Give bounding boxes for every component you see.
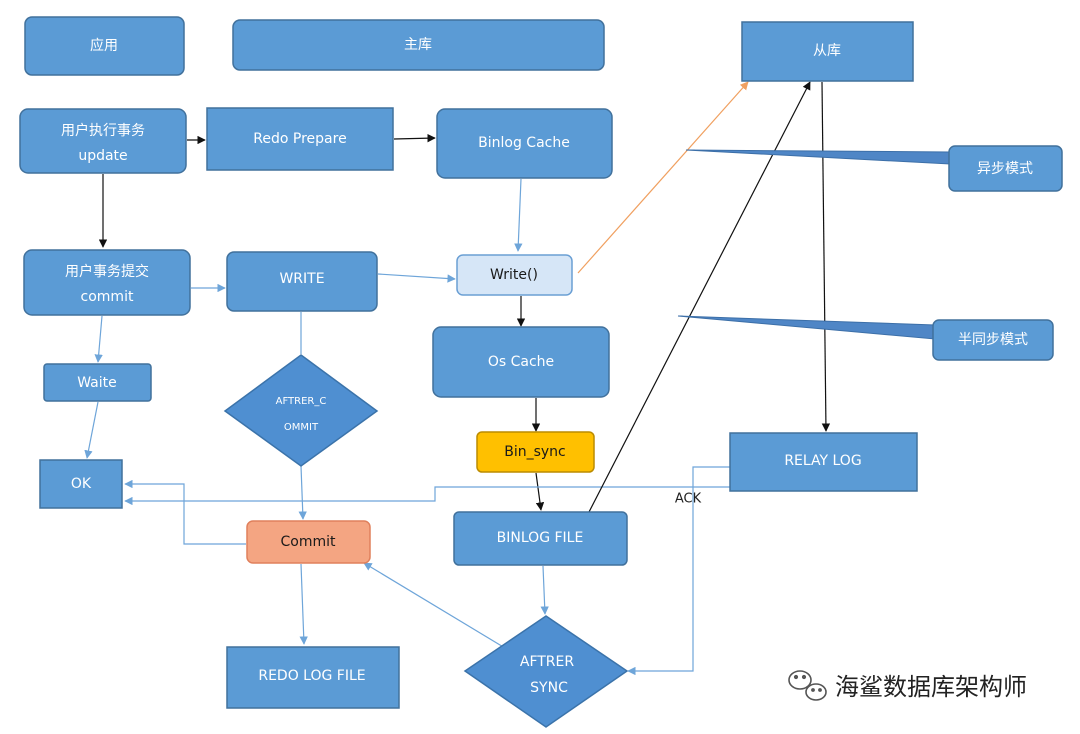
node-txn-update-line1: 用户执行事务 [61,122,145,139]
node-os-cache: Os Cache [432,326,610,398]
semi-sync-mode-callout: 半同步模式 [677,315,1054,361]
node-write-call-label: Write() [490,267,538,283]
node-redo-prepare: Redo Prepare [206,107,394,171]
node-ok-label: OK [71,476,92,492]
node-after-commit-line2: OMMIT [284,422,319,433]
arrow-binlog-file-to-after-sync [540,565,549,615]
ack-label: ACK [675,492,702,507]
node-after-sync-line2: SYNC [530,680,568,696]
arrow-binlog-cache-to-write-call [514,178,523,252]
node-slave: 从库 [741,21,914,82]
node-binlog-file: BINLOG FILE [453,511,628,566]
node-master: 主库 [232,19,605,71]
node-write: WRITE [226,251,378,312]
node-binlog-cache-label: Binlog Cache [478,135,570,151]
watermark-text: 海鲨数据库架构师 [835,673,1027,701]
node-after-commit: AFTRER_C OMMIT [223,354,379,467]
node-binlog-file-label: BINLOG FILE [497,530,584,546]
arrow-bin-sync-to-binlog-file [535,472,545,511]
semi-sync-mode-pointer [677,315,936,340]
node-commit-label: Commit [281,534,337,550]
node-txn-commit: 用户事务提交 commit [23,249,191,316]
node-after-sync-line1: AFTRER [520,654,575,670]
node-after-sync: AFTRER SYNC [463,615,629,728]
semi-sync-mode-box [932,319,1054,361]
arrow-waite-to-ok [84,401,99,459]
node-write-call: Write() [456,254,573,296]
arrow-relay-log-to-after-sync [627,466,730,676]
node-relay-log: RELAY LOG [729,432,918,492]
async-mode-pointer [685,149,951,165]
watermark: 海鲨数据库架构师 [788,670,1027,701]
node-waite: Waite [43,363,152,402]
arrow-after-commit-to-commit [298,465,307,520]
node-txn-commit-line2: commit [81,289,134,305]
node-ok: OK [39,459,123,509]
node-txn-commit-line1: 用户事务提交 [65,263,149,280]
arrow-write-to-write-call [377,273,456,283]
wechat-icon [788,670,827,701]
arrow-slave-to-relay-log [821,81,831,432]
node-write-label: WRITE [279,271,324,287]
node-commit: Commit [246,520,371,564]
async-mode-callout: 异步模式 [685,145,1063,192]
node-txn-update-line2: update [78,148,127,164]
arrow-after-sync-to-commit [363,562,506,649]
arrow-relay-log-ack-to-ok [124,486,730,506]
arrow-commit-to-redo-log-file [299,563,308,645]
semi-sync-mode-label: 半同步模式 [958,332,1028,348]
node-redo-prepare-label: Redo Prepare [253,131,346,147]
async-mode-label: 异步模式 [977,161,1033,177]
async-mode-box [948,145,1063,192]
node-bin-sync-label: Bin_sync [504,444,566,460]
node-binlog-cache: Binlog Cache [436,108,613,179]
node-bin-sync: Bin_sync [476,431,595,473]
node-after-commit-line1: AFTRER_C [276,396,327,407]
connectors [84,81,831,676]
arrow-commit-to-ok [124,479,246,545]
node-redo-log-file-label: REDO LOG FILE [258,668,365,684]
node-relay-log-label: RELAY LOG [784,453,861,469]
node-txn-update: 用户执行事务 update [19,108,187,174]
arrow-write-call-to-slave [577,81,749,274]
node-app-label: 应用 [90,37,118,54]
node-waite-label: Waite [77,375,117,391]
node-slave-label: 从库 [813,43,841,59]
node-os-cache-label: Os Cache [488,354,554,370]
arrow-commit-txn-to-waite [94,315,103,363]
arrow-redo-prepare-to-binlog-cache [393,133,436,143]
node-master-label: 主库 [404,37,432,53]
node-redo-log-file: REDO LOG FILE [226,646,400,709]
node-app: 应用 [24,16,185,76]
